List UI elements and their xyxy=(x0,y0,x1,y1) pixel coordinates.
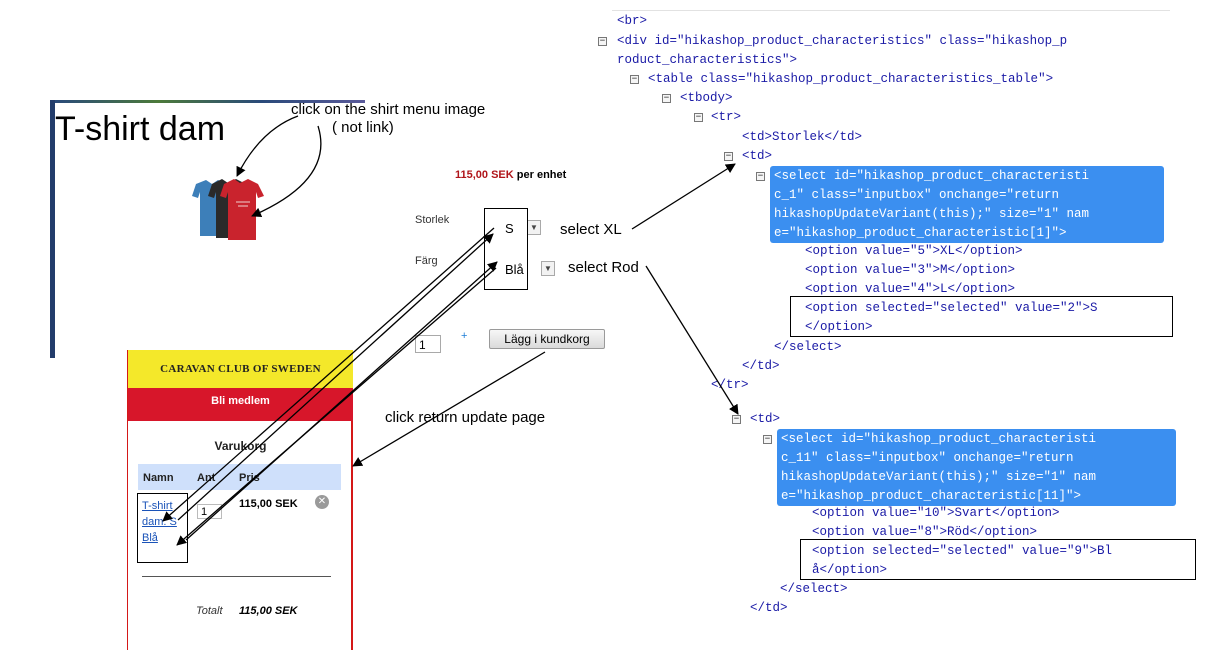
code-line-td-close-2: </td> xyxy=(750,601,788,615)
member-button[interactable]: Bli medlem xyxy=(128,388,353,421)
total-label: Totalt xyxy=(196,605,223,617)
chevron-down-icon[interactable]: ▼ xyxy=(541,261,555,276)
cart-title: Varukorg xyxy=(214,439,267,453)
cart-item-link[interactable]: T-shirt dam: S Blå xyxy=(142,498,184,546)
price-value: 115,00 SEK xyxy=(455,169,514,181)
page-title: T-shirt dam xyxy=(55,110,226,148)
add-to-cart-button[interactable]: Lägg i kundkorg xyxy=(489,329,605,349)
size-label: Storlek xyxy=(415,214,450,226)
collapse-icon[interactable]: − xyxy=(732,414,741,424)
highlight-box-option-bla xyxy=(800,539,1196,580)
color-select[interactable]: Blå xyxy=(505,262,524,277)
highlight-box-selects xyxy=(484,208,528,290)
cart-item-price: 115,00 SEK xyxy=(239,498,298,510)
total-value: 115,00 SEK xyxy=(239,605,298,617)
code-line-option-l: <option value="4">L</option> xyxy=(805,282,1016,296)
highlight-box-cart-item xyxy=(137,493,188,563)
code-line-option-s-1: <option selected="selected" value="2">S xyxy=(805,301,1098,315)
arrow-cart-to-color xyxy=(185,261,498,541)
arrow-select-xl xyxy=(631,163,736,230)
select-color-highlight[interactable]: <select id="hikashop_product_characteris… xyxy=(777,429,1176,506)
remove-icon[interactable]: ✕ xyxy=(315,495,329,509)
arrow-shirt-note-to-image xyxy=(251,125,322,218)
arrow-cart-to-size xyxy=(177,233,494,521)
collapse-icon[interactable]: − xyxy=(662,93,671,103)
code-line-option-xl: <option value="5">XL</option> xyxy=(805,244,1023,258)
code-line-option-bla-1: <option selected="selected" value="9">Bl xyxy=(812,544,1113,558)
code-line-tr-close: </tr> xyxy=(711,378,749,392)
code-line-td-open-2: <td> xyxy=(750,412,781,426)
code-line-td-storlek: <td>Storlek</td> xyxy=(742,130,863,144)
code-line-select1-3: hikashopUpdateVariant(this);" size="1" n… xyxy=(774,207,1090,221)
code-line-option-svart: <option value="10">Svart</option> xyxy=(812,506,1060,520)
arrow-shirt-note-to-title xyxy=(236,115,299,177)
collapse-icon[interactable]: − xyxy=(763,434,772,444)
arrow-size-to-cart xyxy=(162,227,495,522)
code-line-option-s-2: </option> xyxy=(805,320,873,334)
collapse-icon[interactable]: − xyxy=(694,112,703,122)
column-header-price: Pris xyxy=(239,472,260,484)
annotation-return-update: click return update page xyxy=(385,409,546,426)
code-line-tbody-open: <tbody> xyxy=(680,91,733,105)
code-line-select1-4: e="hikashop_product_characteristic[1]"> xyxy=(774,226,1067,240)
arrow-color-to-cart xyxy=(176,267,497,546)
collapse-icon[interactable]: − xyxy=(756,171,765,181)
code-line-option-bla-2: å</option> xyxy=(812,563,888,577)
color-label: Färg xyxy=(415,255,438,267)
highlight-box-option-s xyxy=(790,296,1173,337)
code-line-select2-4: e="hikashop_product_characteristic[11]"> xyxy=(781,489,1082,503)
quantity-input[interactable]: 1 xyxy=(415,335,441,353)
cart-divider xyxy=(142,576,331,577)
code-panel-divider xyxy=(612,10,1170,11)
code-line-div-open-2: roduct_characteristics"> xyxy=(617,53,798,67)
annotation-select-rod: select Rod xyxy=(568,259,639,276)
cart-item-name-line1[interactable]: T-shirt xyxy=(142,500,173,512)
page-header-strip xyxy=(55,100,365,103)
collapse-icon[interactable]: − xyxy=(724,151,733,161)
collapse-icon[interactable]: − xyxy=(598,36,607,46)
code-line-option-rod: <option value="8">Röd</option> xyxy=(812,525,1038,539)
code-line-table-open: <table class="hikashop_product_character… xyxy=(648,72,1054,86)
price-unit: per enhet xyxy=(516,169,567,181)
arrow-button-to-cart xyxy=(352,351,546,467)
annotation-shirt-menu: click on the shirt menu image xyxy=(291,101,486,118)
code-line-option-m: <option value="3">M</option> xyxy=(805,263,1016,277)
code-line-br: <br> xyxy=(617,14,648,28)
annotation-select-xl: select XL xyxy=(560,221,622,238)
collapse-icon[interactable]: − xyxy=(630,74,639,84)
code-line-select1-2: c_1" class="inputbox" onchange="return xyxy=(774,188,1060,202)
select-size-highlight[interactable]: <select id="hikashop_product_characteris… xyxy=(770,166,1164,243)
club-banner[interactable]: CARAVAN CLUB OF SWEDEN xyxy=(128,350,353,388)
code-line-select1-1: <select id="hikashop_product_characteris… xyxy=(774,169,1090,183)
chevron-down-icon[interactable]: ▼ xyxy=(527,220,541,235)
page-background-strip xyxy=(50,100,55,358)
annotation-not-link: ( not link) xyxy=(332,119,394,136)
code-line-td-close-1: </td> xyxy=(742,359,780,373)
code-line-select2-3: hikashopUpdateVariant(this);" size="1" n… xyxy=(781,470,1097,484)
code-line-tr-open: <tr> xyxy=(711,110,742,124)
code-line-div-open-1: <div id="hikashop_product_characteristic… xyxy=(617,34,1068,48)
plus-icon[interactable]: + xyxy=(461,330,468,342)
code-line-select2-1: <select id="hikashop_product_characteris… xyxy=(781,432,1097,446)
column-header-qty: Ant xyxy=(197,472,216,484)
arrow-select-rod xyxy=(645,265,739,415)
size-select[interactable]: S xyxy=(505,221,514,236)
column-header-name: Namn xyxy=(143,472,174,484)
tshirt-image[interactable] xyxy=(188,178,270,242)
code-line-td-open-1: <td> xyxy=(742,149,773,163)
code-line-select-close-2: </select> xyxy=(780,582,848,596)
cart-table-header xyxy=(138,464,341,490)
code-line-select-close-1: </select> xyxy=(774,340,842,354)
cart-item-name-line3[interactable]: Blå xyxy=(142,532,158,544)
code-line-select2-2: c_11" class="inputbox" onchange="return xyxy=(781,451,1074,465)
price-line: 115,00 SEK per enhet xyxy=(455,169,566,181)
